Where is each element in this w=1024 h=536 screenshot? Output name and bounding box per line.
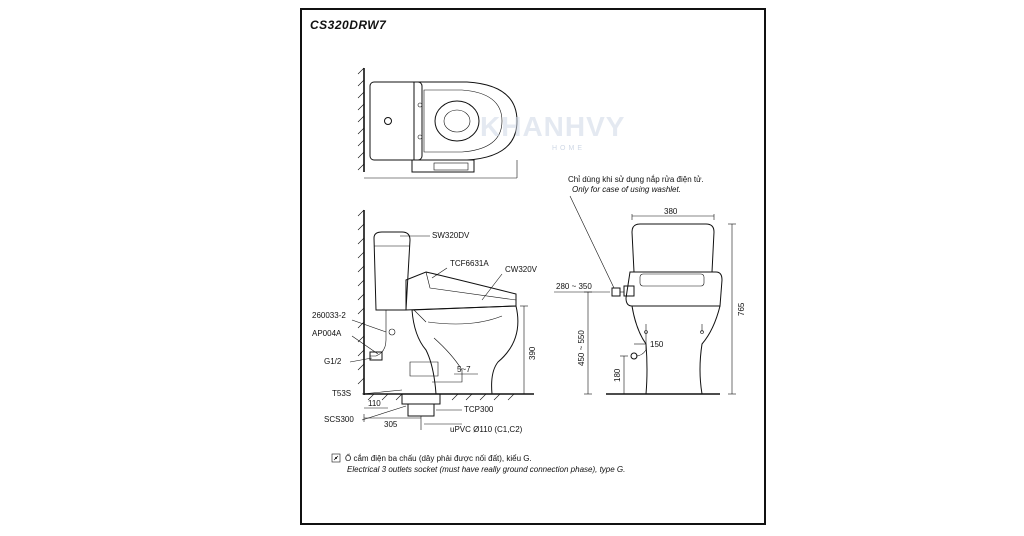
- socket-offset-dim: 280 ~ 350: [556, 282, 592, 291]
- washlet-note-en: Only for case of using washlet.: [572, 185, 681, 194]
- drain-label: uPVC Ø110 (C1,C2): [450, 425, 523, 434]
- model-code: CS320DRW7: [310, 18, 387, 32]
- front-view: [554, 195, 736, 395]
- flange-label: SCS300: [324, 415, 354, 424]
- wall-hatch-side: [357, 209, 365, 385]
- total-height-dim: 765: [737, 302, 746, 316]
- bidet-label: TCF6631A: [450, 259, 489, 268]
- watermark-sub: HOME: [552, 145, 585, 152]
- socket-symbol-icon: [335, 457, 337, 459]
- width-dim: 380: [664, 207, 678, 216]
- legend: [331, 453, 341, 463]
- drawing-sheet: CS320DRW7: [300, 8, 766, 525]
- floor-hatch: [367, 393, 515, 401]
- top-view: [357, 67, 518, 179]
- valve-label: AP004A: [312, 329, 342, 338]
- bowl-label: CW320V: [505, 265, 538, 274]
- supply-height-dim: 180: [613, 368, 622, 382]
- seat-label: SW320DV: [432, 231, 470, 240]
- supply-offset-dim: 150: [650, 340, 664, 349]
- legend-vi: Ổ cắm điện ba chấu (dây phải được nối đấ…: [345, 454, 532, 463]
- technical-drawing: KHANHVY HOME: [312, 67, 746, 474]
- wall-hatch-top: [357, 67, 365, 171]
- washlet-note-vi: Chỉ dùng khi sử dụng nắp rửa điện tử.: [568, 175, 704, 184]
- legend-en: Electrical 3 outlets socket (must have r…: [347, 465, 625, 474]
- hose-label: 260033-2: [312, 311, 346, 320]
- rough-in-dim: 305: [384, 420, 398, 429]
- socket-height-dim: 450 ~ 550: [577, 330, 586, 366]
- pipe-label: TCP300: [464, 405, 494, 414]
- bolt-label: T53S: [332, 389, 351, 398]
- thread-label: G1/2: [324, 357, 342, 366]
- drain-height-dim: 390: [528, 346, 537, 360]
- side-view: [349, 209, 534, 430]
- watermark-brand: KHANHVY: [480, 111, 625, 142]
- base-offset-dim: 110: [368, 399, 381, 408]
- gap-dim: 5~7: [457, 365, 471, 374]
